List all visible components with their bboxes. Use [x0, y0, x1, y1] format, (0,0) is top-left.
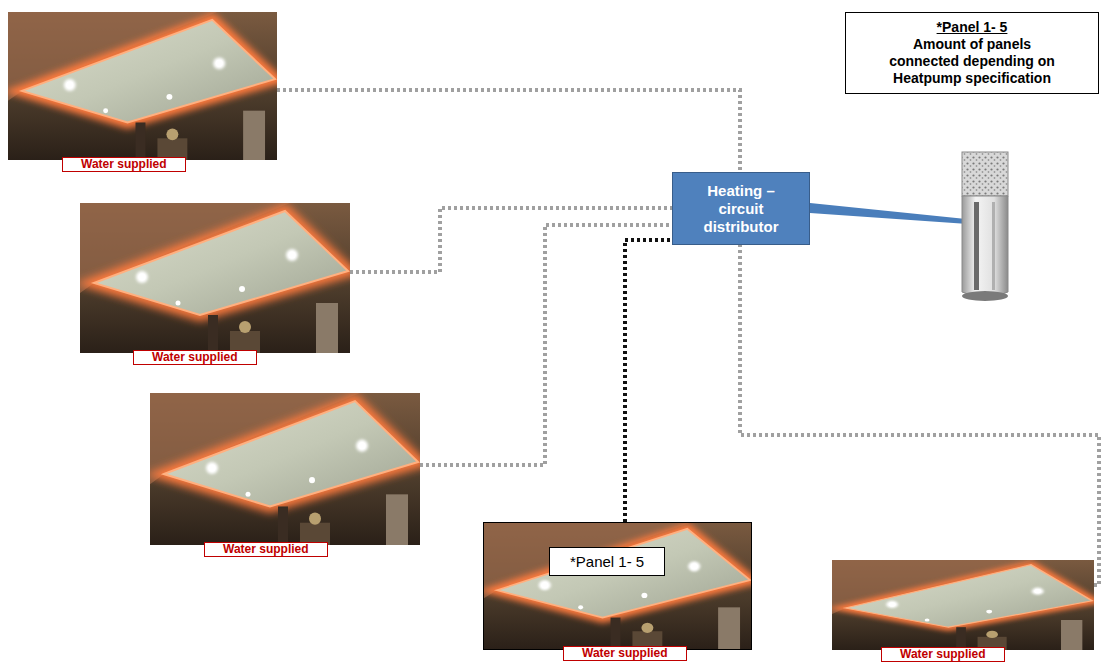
- pipe-connector: [420, 225, 672, 465]
- pump-stripe: [974, 202, 979, 290]
- pump-body: [962, 196, 1008, 297]
- pipe-connector: [740, 245, 1099, 585]
- ceiling-photo: [483, 522, 752, 650]
- supply-label: Water supplied: [563, 646, 687, 661]
- supply-label: Water supplied: [204, 542, 328, 557]
- supply-label: Water supplied: [881, 647, 1005, 662]
- panel-photo: Water supplied: [8, 12, 277, 160]
- distributor-label: Heating – circuit distributor: [691, 182, 791, 236]
- note-text: *Panel 1- 5: [854, 19, 1090, 36]
- panel-label: *Panel 1- 5: [570, 553, 644, 570]
- distributor-box: Heating – circuit distributor: [672, 172, 810, 245]
- pipe-connector: [625, 240, 672, 522]
- panel-photo: Water supplied: [150, 393, 420, 545]
- ceiling-photo: [832, 560, 1094, 650]
- supply-label: Water supplied: [62, 157, 186, 172]
- note-text: Amount of panels connected depending on …: [880, 36, 1065, 87]
- ceiling-photo: [8, 12, 277, 160]
- panel-photo: Water supplied: [80, 203, 350, 353]
- pipe-connector: [277, 90, 740, 172]
- pump-stripe: [992, 202, 995, 290]
- heat-pump: [962, 152, 1008, 301]
- panel-photo: Water supplied: [832, 560, 1094, 650]
- pump-grille: [962, 152, 1008, 196]
- pump-base: [962, 291, 1008, 301]
- ceiling-photo: [80, 203, 350, 353]
- supply-label: Water supplied: [133, 350, 257, 365]
- note-box: *Panel 1- 5Amount of panels connected de…: [845, 12, 1099, 94]
- ceiling-photo: [150, 393, 420, 545]
- supply-pipe: [810, 203, 968, 224]
- panel-photo: Water supplied*Panel 1- 5: [483, 522, 752, 650]
- panel-tag: *Panel 1- 5: [549, 547, 665, 576]
